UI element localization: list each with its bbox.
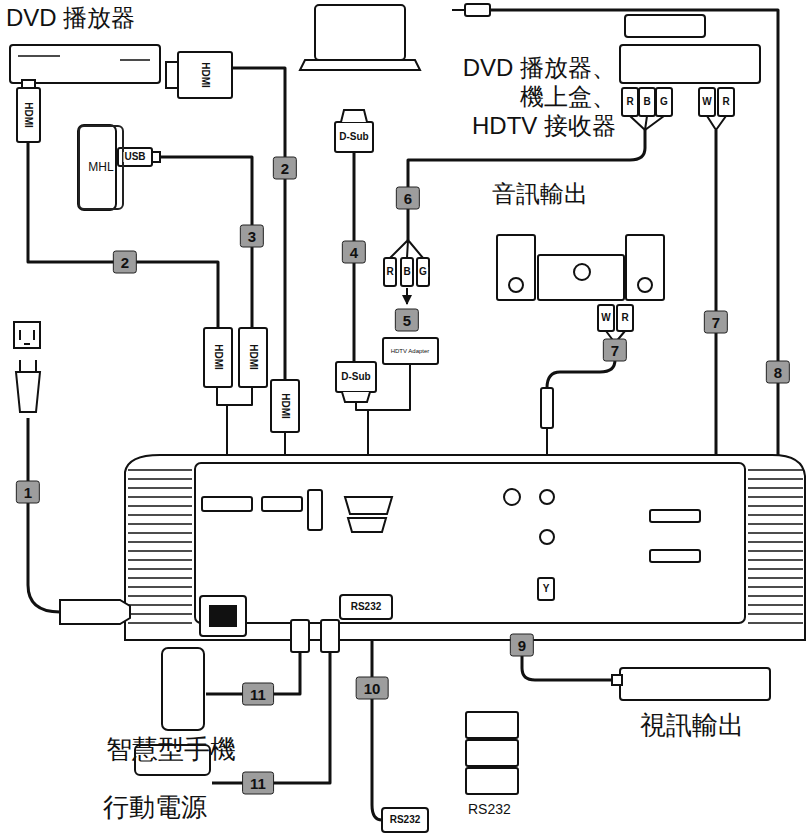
device-label: RS232 (468, 801, 511, 818)
node-text: MHL (88, 160, 113, 174)
cables (28, 10, 778, 820)
pin-letter: Y (542, 584, 551, 594)
pin-letter: B (402, 267, 411, 277)
devices (10, 4, 805, 832)
callout-number: 5 (395, 309, 419, 332)
callout-number: 8 (766, 361, 790, 384)
callout-number: 2 (273, 157, 297, 180)
pin-letter: G (418, 267, 428, 277)
callout-number: 10 (356, 677, 389, 700)
callout-number: 9 (510, 634, 534, 657)
callout-number: 6 (396, 187, 420, 210)
callout-number: 4 (342, 241, 366, 264)
device-label: 智慧型手機 (106, 734, 236, 765)
pin-letter: W (600, 313, 611, 323)
node-text: DVD 播放器 (6, 4, 135, 33)
device-label: 音訊輸出 (492, 180, 588, 209)
node-text: 智慧型手機 (106, 734, 236, 765)
pin-letter: W (701, 97, 712, 107)
pin-letter: R (625, 97, 634, 107)
connector-label: HDMI (280, 392, 290, 420)
connector-label: D-Sub (338, 132, 369, 142)
connector-label: RS232 (389, 815, 422, 825)
connector-label: RS232 (350, 602, 383, 612)
connector-label: HDMI (200, 61, 210, 89)
callout-number: 11 (242, 772, 274, 795)
pin-letter: R (385, 267, 394, 277)
device-label: 行動電源 (103, 792, 207, 823)
callout-number: 3 (240, 225, 264, 248)
node-text: 視訊輸出 (640, 710, 744, 741)
callout-number: 2 (113, 251, 137, 274)
connector-label: HDMI (213, 343, 223, 371)
callout-number: 1 (16, 481, 40, 504)
pin-letter: B (642, 97, 651, 107)
device-label: 視訊輸出 (640, 710, 744, 741)
connector-label: HDMI (248, 343, 258, 371)
node-text: 行動電源 (103, 792, 207, 823)
callout-number: 7 (603, 339, 627, 362)
connector-label: USB (123, 152, 146, 162)
device-label: DVD 播放器、 機上盒、 HDTV 接收器 (454, 54, 616, 140)
callout-number: 11 (242, 683, 274, 706)
pin-letter: G (659, 97, 669, 107)
pin-letter: R (620, 313, 629, 323)
device-label: DVD 播放器 (6, 4, 135, 33)
node-text: 音訊輸出 (492, 180, 588, 209)
node-text: RS232 (468, 801, 511, 818)
phone-box: MHL (78, 125, 124, 210)
connector-label: D-Sub (340, 372, 371, 382)
connector-label: HDMI (23, 101, 33, 129)
adapter-label: HDTV Adapter (391, 348, 430, 354)
callout-number: 7 (704, 311, 728, 334)
pin-letter: R (721, 97, 730, 107)
node-text: DVD 播放器、 機上盒、 HDTV 接收器 (454, 54, 616, 140)
